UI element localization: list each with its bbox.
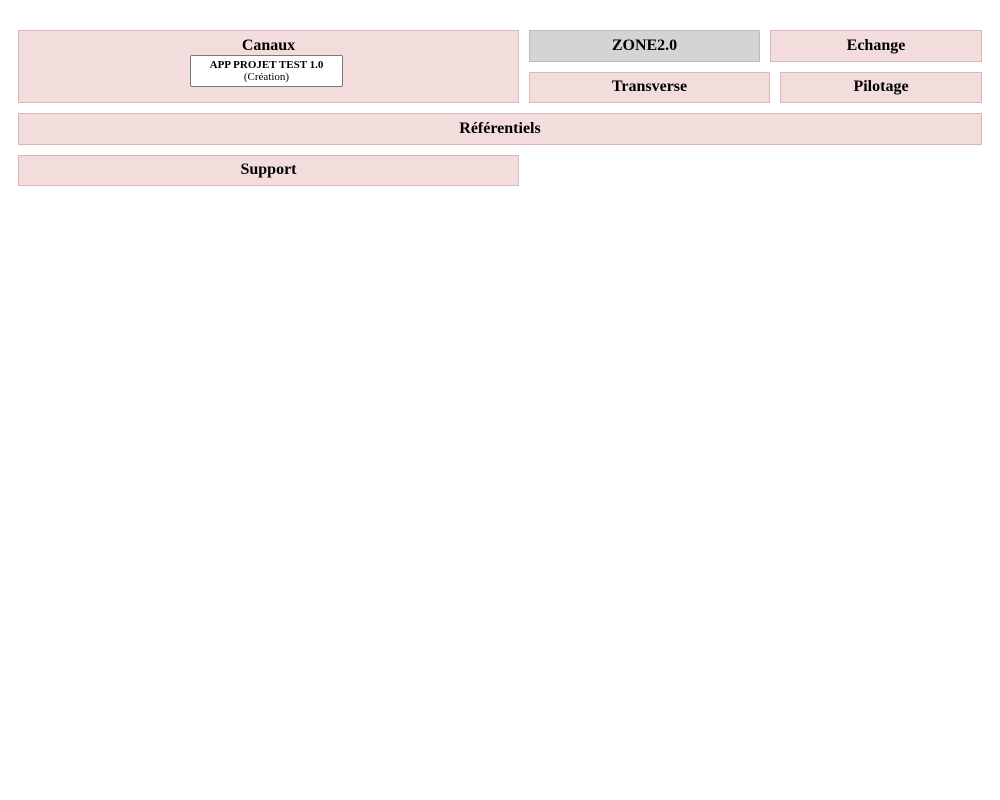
zone-referentiels: Référentiels: [18, 113, 982, 145]
zone-support: Support: [18, 155, 519, 186]
zone-pilotage: Pilotage: [780, 72, 982, 103]
zone-echange-title: Echange: [846, 37, 906, 54]
zone-transverse-title: Transverse: [611, 78, 688, 95]
zone-referentiels-title: Référentiels: [459, 120, 541, 137]
zone-pilotage-title: Pilotage: [853, 78, 909, 95]
application-status: (Création): [243, 71, 290, 83]
zone-echange: Echange: [770, 30, 982, 62]
zone-canaux-title: Canaux: [241, 37, 296, 54]
zone-zone20: ZONE2.0: [529, 30, 760, 62]
application-box-app-projet-test[interactable]: APP PROJET TEST 1.0 (Création): [190, 55, 343, 87]
zone-canaux: Canaux APP PROJET TEST 1.0 (Création): [18, 30, 519, 103]
zone-zone20-title: ZONE2.0: [611, 37, 678, 54]
zone-transverse: Transverse: [529, 72, 770, 103]
application-name: APP PROJET TEST 1.0: [209, 59, 324, 71]
zone-support-title: Support: [240, 161, 297, 178]
